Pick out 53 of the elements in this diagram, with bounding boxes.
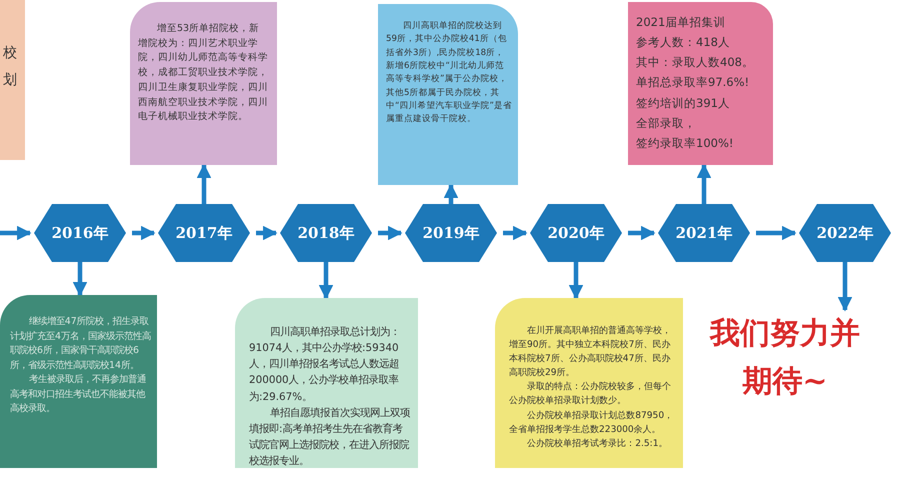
year-hexagon [158,204,250,262]
year-label: 2018年 [296,222,356,244]
description-text: 考生被录取后，不再参加普通高考和对口招生考试也不能被其他高校录取。 [10,373,147,416]
description-text: 2021届单招集训 [636,14,726,31]
arrow [256,226,278,240]
year-label: 2021年 [674,222,734,244]
description-text: 四川高职单招录取总计划为：91074人，其中公办学校:59340人，四川单招报名考试总人数远超200000人，公办学校单招录取率为:29.67%。 [249,325,401,404]
description-text: 校划 [3,44,17,90]
arrow [0,226,32,240]
year-label: 2016年 [50,222,110,244]
description-text: 继续增至47所院校，招生录取计划扩充至4万名，国家级示范性高职院校6所，国家骨干高职院校6所，省级示范性高职院校14所。 [10,315,151,373]
year-hexagon [280,204,372,262]
year-hexagon [658,204,750,262]
arrow [72,262,88,296]
year-hexagon [34,204,126,262]
arrow [696,164,712,204]
description-text: 全部录取， [636,114,697,132]
description-text: 增至53所单招院校，新增院校为：四川艺术职业学院，四川幼儿师范高等专科学校，成都工贸职业技术学院，四川卫生康复职业学院，四川西南航空职业技术学院，四川电子机械职业技术学院。 [138,22,269,124]
arrow [444,184,458,204]
arrow [196,164,212,204]
description-text: 在川开展高职单招的普通高等学校，增至90所。其中独立本科院校7所、民办本科院校7所、公办高职院校47所、民办高职院校29所。 [509,324,672,380]
arrow [838,262,852,312]
description-text: 单招总录取率97.6%! [636,74,750,92]
description-text: 四川高职单招的院校达到59所，其中公办院校41所（包括省外3所）,民办院校18所，新增6所院校中“川北幼儿师范高等专科学校”属于公办院校，其他5所都属于民办院校，其中“四川希望汽车职业学院”是省属重点建设骨干院校。 [386,20,512,126]
arrow [318,262,334,300]
info-card [628,2,773,165]
arrow [568,262,584,300]
info-card [0,295,157,468]
description-text: 参考人数：418人 [636,34,731,52]
arrow [132,226,156,240]
year-hexagon [530,204,622,262]
year-hexagon [405,204,497,262]
year-label: 2022年 [816,222,874,244]
description-text: 签约录取率100%! [636,134,734,152]
description-text: 录取的特点：公办院校较多，但每个公办院校单招录取计划数少。 [509,380,672,408]
description-text: 公办院校单招考试考录比：2.5:1。 [526,438,668,451]
description-text: 其中：录取人数408。 [636,54,755,72]
arrow [756,226,796,240]
description-text: 单招自愿填报首次实现网上双项填报即:高考单招考生先在省教育考试院官网上选报院校，在进入所报院校选报专业。 [249,406,410,469]
year-hexagon [799,204,891,262]
info-card [235,298,418,468]
year-label: 2017年 [174,222,234,244]
year-label: 2019年 [422,222,480,244]
arrow [503,226,528,240]
info-card [130,2,277,165]
slogan-text: 我们努力并期待~ [708,315,861,401]
description-text: 签约培训的391人 [636,94,731,112]
info-card [495,298,683,468]
description-text: 公办院校单招录取计划总数87950，全省单招报考学生总数223000余人。 [509,410,674,437]
year-label: 2020年 [546,222,606,244]
info-card [378,4,518,185]
arrow [628,226,656,240]
arrow [378,226,402,240]
